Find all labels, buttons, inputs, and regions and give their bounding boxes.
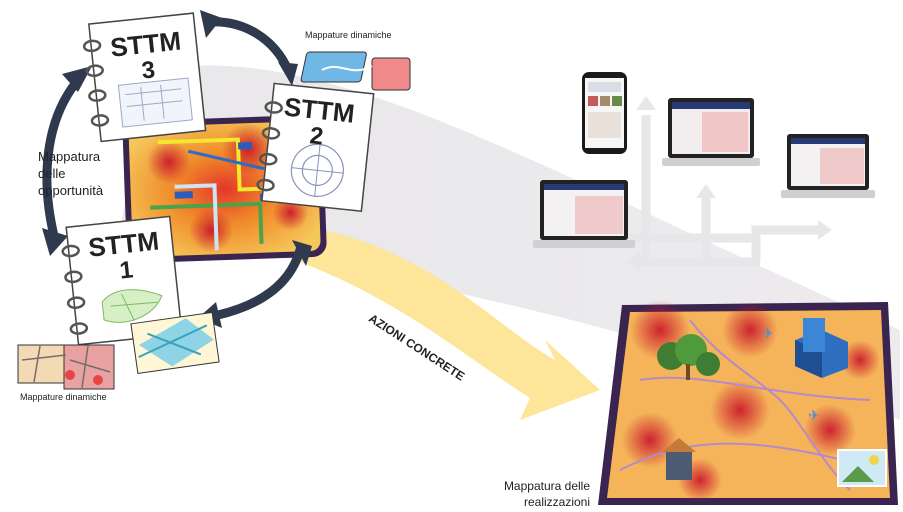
device-connector-arrows	[605, 115, 820, 267]
results-mapping-label: Mappatura delle realizzazioni	[470, 478, 590, 510]
action-arrow	[300, 230, 600, 420]
svg-text:✈: ✈	[808, 407, 820, 423]
svg-text:✈: ✈	[762, 325, 774, 341]
laptop-right	[781, 134, 875, 198]
results-map: ✈ ✈	[598, 300, 898, 505]
opportunity-label-line1: Mappatura	[38, 149, 101, 164]
laptop-left	[533, 180, 635, 248]
notebook-3	[82, 12, 207, 143]
opportunity-label-line2: delle	[38, 166, 66, 181]
results-label-line2: realizzazioni	[523, 495, 590, 509]
dynamic-maps-top-icon	[300, 51, 411, 91]
dynamic-maps-bottom-icon	[17, 344, 115, 390]
dynamic-maps-bottom-label: Mappature dinamiche	[20, 392, 107, 402]
notebook-1-label: STTM 1	[79, 225, 170, 289]
dynamic-maps-top-label: Mappature dinamiche	[305, 30, 392, 40]
cycle-arrows	[42, 17, 305, 320]
notebook-2-label: STTM 2	[272, 91, 363, 155]
opportunity-mapping-label: Mappatura delle opportunità	[38, 148, 103, 199]
device-arrowheads	[624, 96, 832, 272]
notebook-1	[61, 215, 183, 346]
results-label-line1: Mappatura delle	[503, 479, 590, 493]
smartphone-icon	[582, 72, 627, 154]
notebook-2	[256, 82, 375, 213]
opportunity-label-line3: opportunità	[38, 183, 104, 198]
geometric-map-icon	[130, 311, 220, 374]
laptop-center	[662, 98, 760, 166]
notebook-3-label: STTM 3	[101, 25, 192, 89]
